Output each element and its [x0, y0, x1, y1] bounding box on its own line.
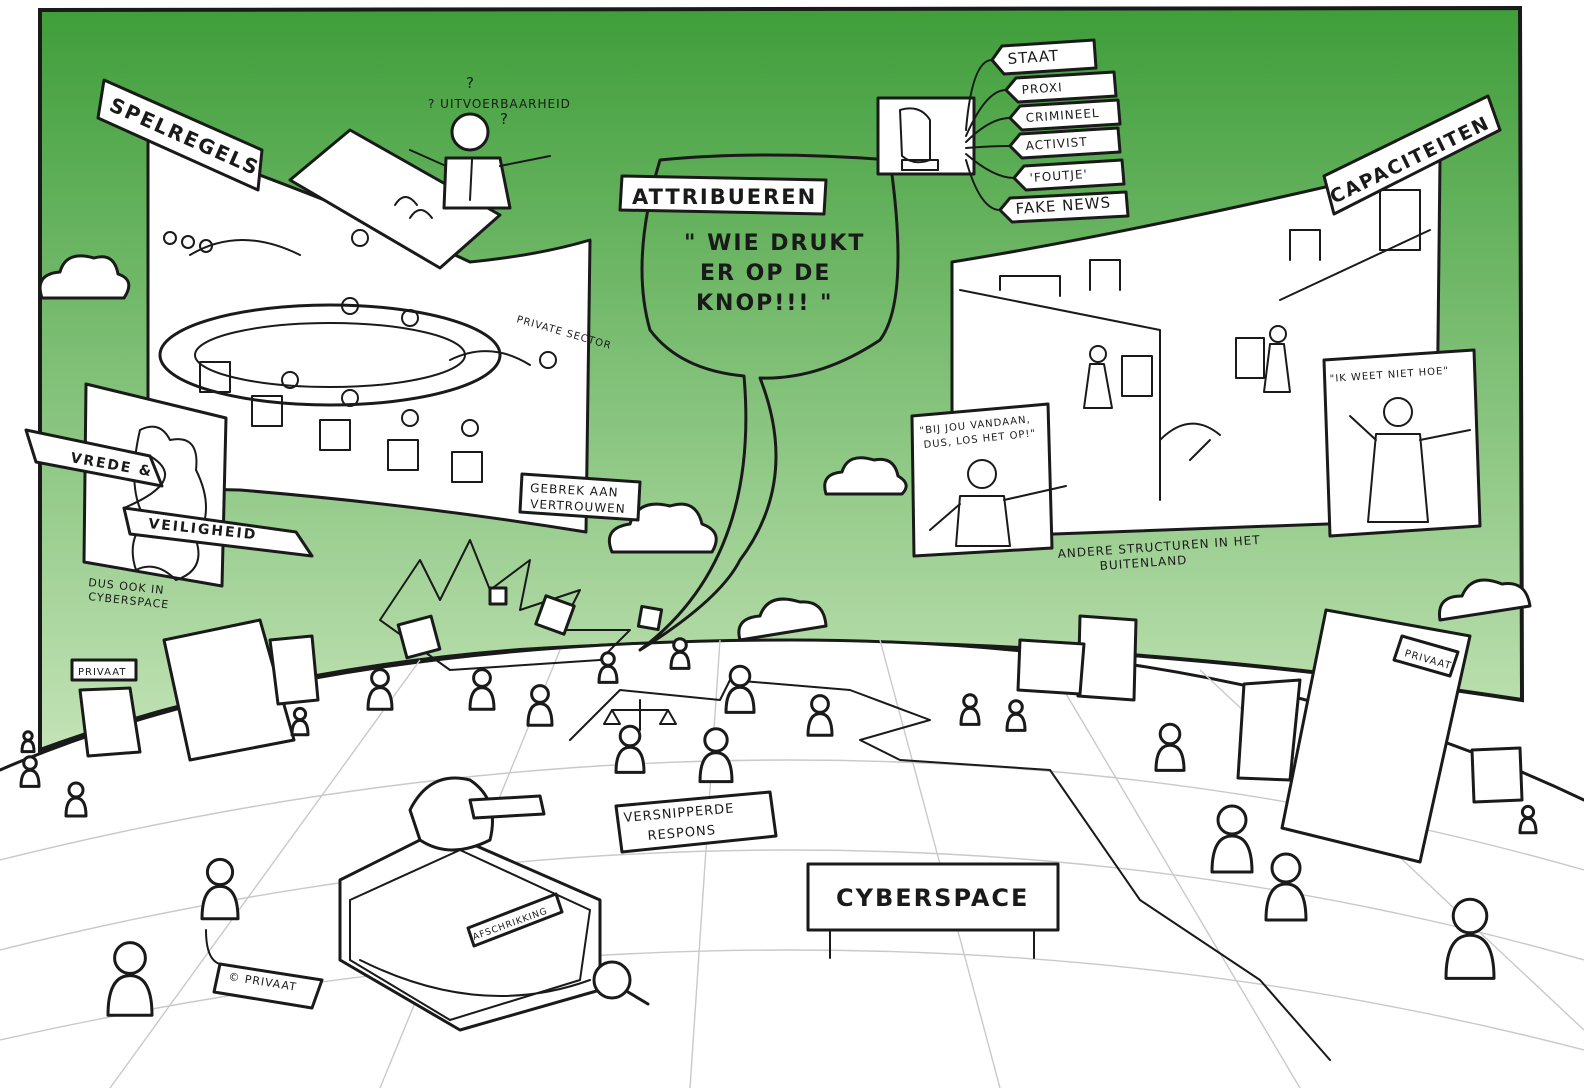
pawn-figure	[671, 639, 689, 669]
pawn-figure	[22, 732, 34, 752]
privaat-label-left: PRIVAAT	[78, 667, 126, 678]
question-mark: ?	[500, 110, 509, 128]
pawn-figure	[292, 708, 308, 734]
pawn-figure	[1520, 806, 1536, 832]
pawn-figure	[599, 653, 617, 683]
attribueren-title: ATTRIBUEREN	[632, 185, 817, 209]
shrugging-man-card: "IK WEET NIET HOE"	[1324, 350, 1480, 536]
pawn-figure	[66, 783, 86, 816]
quote-line1: " WIE DRUKT	[684, 231, 865, 256]
pawn-figure	[1007, 701, 1025, 731]
quote-line2: ER OP DE	[700, 261, 831, 286]
privaat-sign-left: PRIVAAT	[72, 660, 136, 680]
question-mark: ?	[466, 74, 475, 92]
pawn-figure	[961, 695, 979, 725]
trust-sign: GEBREK AAN VERTROUWEN	[520, 474, 640, 520]
uitvoerbaarheid-note: ? UITVOERBAARHEID	[428, 97, 571, 111]
actor-tag-label: PROXI	[1021, 80, 1063, 97]
cyberspace-label: CYBERSPACE	[836, 884, 1029, 912]
quote-line3: KNOP!!! "	[696, 291, 834, 316]
actor-tag-label: STAAT	[1007, 46, 1060, 68]
attribueren-sign: ATTRIBUEREN	[620, 176, 826, 214]
pointing-man-card: "BIJ JOU VANDAAN, DUS, LOS HET OP!"	[912, 404, 1066, 556]
pawn-figure	[21, 757, 39, 787]
hand-pressing-button-card	[878, 98, 974, 174]
